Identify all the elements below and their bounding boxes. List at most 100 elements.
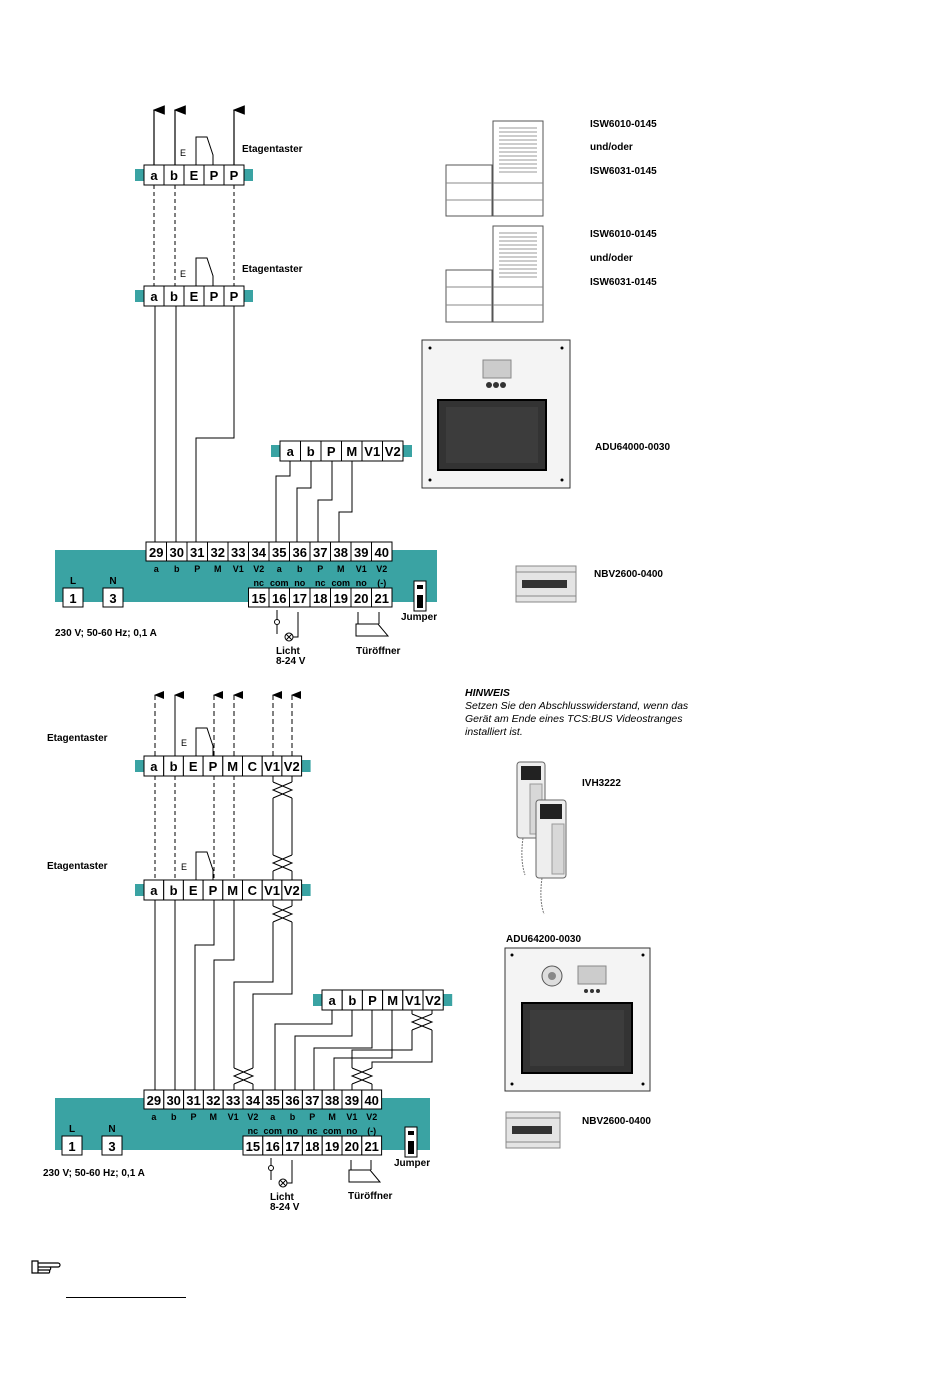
terminal-label: b bbox=[307, 444, 315, 459]
terminal-label: E bbox=[189, 883, 198, 898]
bus-terminal-number: 39 bbox=[345, 1093, 359, 1108]
relay-terminal-letter: nc bbox=[253, 578, 264, 588]
relay-terminal-letter: nc bbox=[307, 1126, 318, 1136]
bus-terminal-letter: P bbox=[190, 1112, 196, 1122]
ivh3222-handset bbox=[516, 761, 567, 915]
relay-terminal-number: 16 bbox=[272, 591, 286, 606]
relay-terminal-number: 21 bbox=[375, 591, 389, 606]
e-symbol-label: E bbox=[180, 148, 186, 158]
relay-terminal-number: 15 bbox=[252, 591, 266, 606]
jumper-label: Jumper bbox=[401, 612, 437, 623]
strip-end-cap bbox=[271, 445, 280, 457]
relay-terminal-number: 19 bbox=[325, 1139, 339, 1154]
relay-terminal-letter: no bbox=[346, 1126, 357, 1136]
floor-button-symbol bbox=[195, 136, 214, 165]
jumper-label: Jumper bbox=[394, 1158, 430, 1169]
bus-terminal-number: 40 bbox=[364, 1093, 378, 1108]
terminal-label: C bbox=[248, 759, 258, 774]
relay-terminal-number: 17 bbox=[293, 591, 307, 606]
twisted-wire bbox=[271, 854, 294, 872]
isw6031-device bbox=[445, 164, 493, 217]
relay-terminal-letter: no bbox=[287, 1126, 298, 1136]
terminal-label: V2 bbox=[385, 444, 401, 459]
bus-terminal-letter: V2 bbox=[247, 1112, 258, 1122]
bus-terminal-letter: M bbox=[328, 1112, 336, 1122]
bus-terminal-letter: b bbox=[174, 564, 180, 574]
strip-end-cap bbox=[301, 760, 311, 772]
terminal-label: P bbox=[210, 168, 219, 183]
terminal-label: P bbox=[327, 444, 336, 459]
etagentaster-label: Etagentaster bbox=[242, 264, 303, 275]
terminal-label: b bbox=[348, 993, 356, 1008]
bus-terminal-letter: b bbox=[290, 1112, 296, 1122]
bus-terminal-letter: b bbox=[171, 1112, 177, 1122]
hint-text: Setzen Sie den Abschlusswiderstand, wenn… bbox=[465, 700, 689, 738]
bus-terminal-number: 36 bbox=[293, 545, 307, 560]
model-label: ISW6010-0145 bbox=[590, 119, 657, 130]
strip-end-cap bbox=[135, 290, 144, 302]
terminal-label: E bbox=[190, 168, 199, 183]
bus-terminal-letter: V1 bbox=[356, 564, 367, 574]
relay-terminal-number: 15 bbox=[246, 1139, 260, 1154]
bus-terminal-number: 35 bbox=[265, 1093, 279, 1108]
terminal-label: V1 bbox=[264, 759, 280, 774]
tueroeffner-label: Türöffner bbox=[356, 646, 401, 657]
hint-box: HINWEIS Setzen Sie den Abschlusswidersta… bbox=[465, 687, 715, 739]
etagentaster-label: Etagentaster bbox=[47, 733, 108, 744]
terminal-label: E bbox=[189, 759, 198, 774]
bus-terminal-number: 30 bbox=[166, 1093, 180, 1108]
bus-terminal-letter: a bbox=[270, 1112, 276, 1122]
bus-terminal-letter: V2 bbox=[253, 564, 264, 574]
isw-handset-group bbox=[445, 225, 544, 323]
door-opener-icon bbox=[355, 612, 390, 637]
power-terminal-letter: N bbox=[108, 1124, 115, 1135]
terminal-label: V1 bbox=[364, 444, 380, 459]
supply-label: 230 V; 50-60 Hz; 0,1 A bbox=[55, 628, 157, 639]
bus-terminal-letter: V2 bbox=[366, 1112, 377, 1122]
relay-terminal-letter: com bbox=[270, 578, 289, 588]
strip-end-cap bbox=[244, 290, 253, 302]
power-terminal-cell bbox=[102, 587, 124, 608]
licht-voltage-label: 8-24 V bbox=[270, 1202, 300, 1213]
switch-contact bbox=[268, 1165, 274, 1171]
bus-terminal-number: 38 bbox=[325, 1093, 339, 1108]
twisted-pair-video bbox=[271, 776, 294, 880]
bus-terminal-letter: a bbox=[151, 1112, 157, 1122]
terminal-label: P bbox=[230, 289, 239, 304]
power-terminal-number: 1 bbox=[68, 1139, 75, 1154]
terminal-label: b bbox=[170, 883, 178, 898]
relay-terminal-letter: no bbox=[294, 578, 305, 588]
terminal-label: P bbox=[209, 883, 218, 898]
model-label: ISW6031-0145 bbox=[590, 277, 657, 288]
strip-end-cap bbox=[301, 884, 311, 896]
and-or-label: und/oder bbox=[590, 253, 633, 264]
terminal-label: P bbox=[209, 759, 218, 774]
terminal-label: a bbox=[287, 444, 295, 459]
bus-terminal-number: 30 bbox=[170, 545, 184, 560]
licht-label: Licht bbox=[276, 646, 301, 657]
terminal-label: b bbox=[170, 759, 178, 774]
adu64000-monitor bbox=[421, 339, 571, 489]
relay-terminal-letter: (-) bbox=[367, 1126, 376, 1136]
bus-terminal-number: 31 bbox=[186, 1093, 200, 1108]
terminal-label: V1 bbox=[405, 993, 421, 1008]
bus-terminal-letter: M bbox=[337, 564, 345, 574]
terminal-label: E bbox=[190, 289, 199, 304]
terminal-label: P bbox=[210, 289, 219, 304]
supply-label: 230 V; 50-60 Hz; 0,1 A bbox=[43, 1168, 145, 1179]
relay-terminal-cell bbox=[371, 587, 393, 608]
nbv2600-power-supply bbox=[505, 1111, 561, 1149]
bus-terminal-number: 34 bbox=[246, 1093, 261, 1108]
bus-terminal-number: 35 bbox=[272, 545, 286, 560]
twisted-wire bbox=[410, 1013, 434, 1031]
strip-end-cap bbox=[403, 445, 412, 457]
twisted-pair-video bbox=[350, 1010, 434, 1090]
bus-terminal-number: 32 bbox=[206, 1093, 220, 1108]
etagentaster-label: Etagentaster bbox=[47, 861, 108, 872]
bus-terminal-number: 34 bbox=[252, 545, 267, 560]
relay-terminal-letter: com bbox=[263, 1126, 282, 1136]
